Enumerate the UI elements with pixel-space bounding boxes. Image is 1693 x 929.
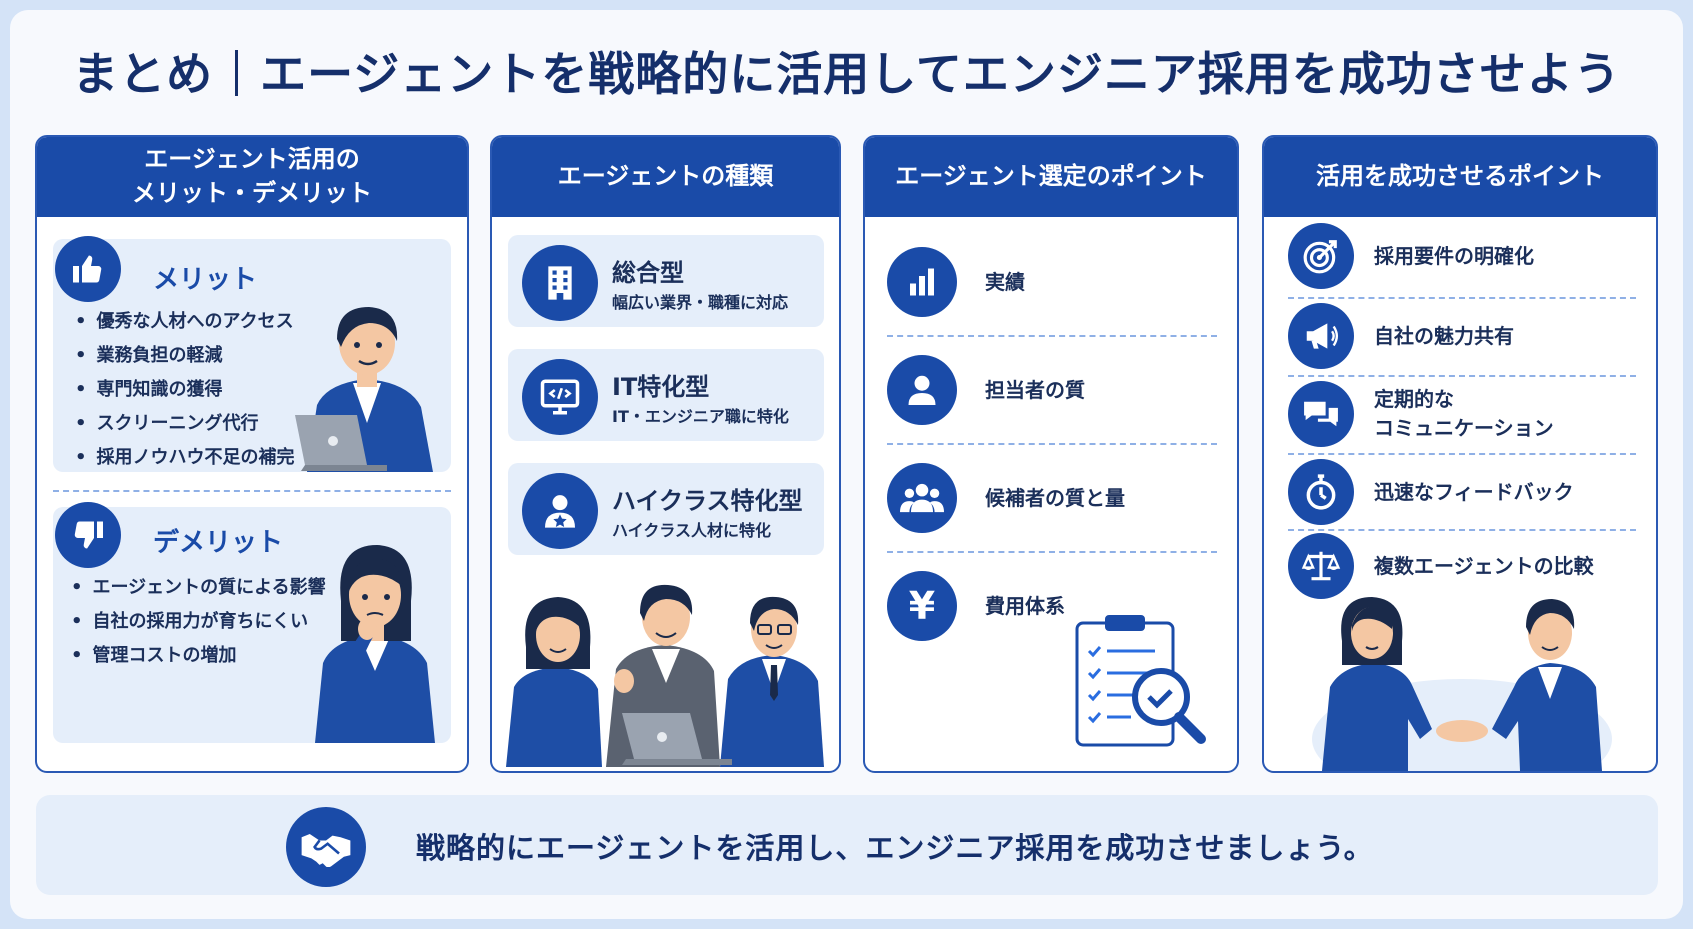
point-label-line2: コミュニケーション <box>1374 416 1554 440</box>
selection-point-candidates: 候補者の質と量 <box>887 463 1125 533</box>
point-label: 担当者の質 <box>985 377 1085 402</box>
merit-box: メリット 優秀な人材へのアクセス 業務負担の軽減 専門知識の獲得 スクリーニング… <box>53 236 451 475</box>
point-label: 迅速なフィードバック <box>1374 479 1574 504</box>
point-label: 採用要件の明確化 <box>1374 243 1534 268</box>
worried-woman-illustration <box>315 545 435 743</box>
type-name: 総合型 <box>612 259 684 287</box>
type-card-it: IT特化型 IT・エンジニア職に特化 <box>508 349 824 441</box>
list-item: スクリーニング代行 <box>75 407 295 441</box>
success-point-communication: 定期的な コミュニケーション <box>1288 381 1554 447</box>
merit-list: 優秀な人材へのアクセス 業務負担の軽減 専門知識の獲得 スクリーニング代行 採用… <box>75 305 295 475</box>
divider <box>887 443 1217 445</box>
list-item: 業務負担の軽減 <box>75 339 295 373</box>
yen-icon: ¥ <box>887 571 957 641</box>
point-label: 費用体系 <box>985 593 1065 618</box>
executive-person-icon <box>522 473 598 549</box>
selection-point-staff-quality: 担当者の質 <box>887 355 1085 425</box>
stopwatch-icon <box>1288 459 1354 525</box>
demerit-box: デメリット エージェントの質による影響 自社の採用力が育ちにくい 管理コストの増… <box>53 502 451 743</box>
divider <box>887 335 1217 337</box>
type-desc: IT・エンジニア職に特化 <box>612 407 789 426</box>
divider <box>1288 375 1636 377</box>
point-label: 複数エージェントの比較 <box>1374 553 1594 578</box>
handshake-people-illustration <box>1312 597 1612 771</box>
type-card-highclass: ハイクラス特化型 ハイクラス人材に特化 <box>508 463 824 555</box>
chat-bubbles-icon <box>1288 381 1354 447</box>
success-point-requirements: 採用要件の明確化 <box>1288 223 1534 289</box>
success-points-column: 活用を成功させるポイント 採用要件の明確化 自社の魅力共有 定期的な コミュニケ… <box>1262 135 1658 773</box>
type-name: IT特化型 <box>612 373 710 401</box>
thumbs-up-icon <box>55 236 121 302</box>
selection-point-fees: ¥ 費用体系 <box>887 571 1065 641</box>
agent-types-header: エージェントの種類 <box>492 137 839 217</box>
selection-points-header: エージェント選定のポイント <box>865 137 1237 217</box>
point-label: 実績 <box>985 269 1025 294</box>
success-point-feedback: 迅速なフィードバック <box>1288 459 1574 525</box>
merit-title: メリット <box>153 265 258 295</box>
divider <box>887 551 1217 553</box>
page-title: まとめエージェントを戦略的に活用してエンジニア採用を成功させよう <box>0 38 1693 104</box>
title-separator <box>235 50 239 96</box>
type-name: ハイクラス特化型 <box>612 487 803 515</box>
footer-banner: 戦略的にエージェントを活用し、エンジニア採用を成功させましょう。 <box>36 795 1658 895</box>
person-icon <box>887 355 957 425</box>
bar-chart-icon <box>887 247 957 317</box>
header-line1: エージェント活用の <box>144 145 360 174</box>
list-item: エージェントの質による影響 <box>71 571 326 605</box>
clipboard-magnifier-illustration <box>1075 615 1206 747</box>
title-left: まとめ <box>72 47 214 101</box>
thumbs-down-icon <box>55 502 121 568</box>
businessman-laptop-illustration <box>295 307 433 472</box>
agent-types-column: エージェントの種類 総合型 幅広い業界・職種に対応 IT特化型 IT・エンジニア… <box>490 135 841 773</box>
point-label: 定期的な コミュニケーション <box>1374 385 1554 443</box>
merit-demerit-header: エージェント活用のメリット・デメリット <box>37 137 467 217</box>
type-desc: ハイクラス人材に特化 <box>612 521 772 540</box>
divider <box>1288 297 1636 299</box>
type-card-general: 総合型 幅広い業界・職種に対応 <box>508 235 824 327</box>
divider <box>53 490 451 492</box>
demerit-title: デメリット <box>153 528 284 558</box>
success-point-comparison: 複数エージェントの比較 <box>1288 533 1594 599</box>
point-label-line1: 定期的な <box>1374 387 1454 411</box>
point-label: 候補者の質と量 <box>985 485 1125 510</box>
success-point-appeal: 自社の魅力共有 <box>1288 303 1514 369</box>
monitor-code-icon <box>522 359 598 435</box>
list-item: 優秀な人材へのアクセス <box>75 305 295 339</box>
list-item: 自社の採用力が育ちにくい <box>71 605 326 639</box>
list-item: 管理コストの増加 <box>71 639 326 673</box>
handshake-icon <box>286 807 366 887</box>
megaphone-icon <box>1288 303 1354 369</box>
type-desc: 幅広い業界・職種に対応 <box>612 293 789 312</box>
group-icon <box>887 463 957 533</box>
header-line2: メリット・デメリット <box>132 179 372 207</box>
selection-points-column: エージェント選定のポイント 実績 担当者の質 候補者の質と量 ¥ 費用体系 <box>863 135 1239 773</box>
success-points-header: 活用を成功させるポイント <box>1264 137 1656 217</box>
building-icon <box>522 245 598 321</box>
team-meeting-illustration <box>506 584 824 767</box>
list-item: 採用ノウハウ不足の補完 <box>75 441 295 475</box>
list-item: 専門知識の獲得 <box>75 373 295 407</box>
target-icon <box>1288 223 1354 289</box>
point-label: 自社の魅力共有 <box>1374 323 1514 348</box>
title-right: エージェントを戦略的に活用してエンジニア採用を成功させよう <box>260 47 1621 101</box>
divider <box>1288 529 1636 531</box>
demerit-list: エージェントの質による影響 自社の採用力が育ちにくい 管理コストの増加 <box>71 571 326 673</box>
footer-message: 戦略的にエージェントを活用し、エンジニア採用を成功させましょう。 <box>416 831 1374 865</box>
scales-icon <box>1288 533 1354 599</box>
selection-point-track-record: 実績 <box>887 247 1025 317</box>
divider <box>1288 453 1636 455</box>
